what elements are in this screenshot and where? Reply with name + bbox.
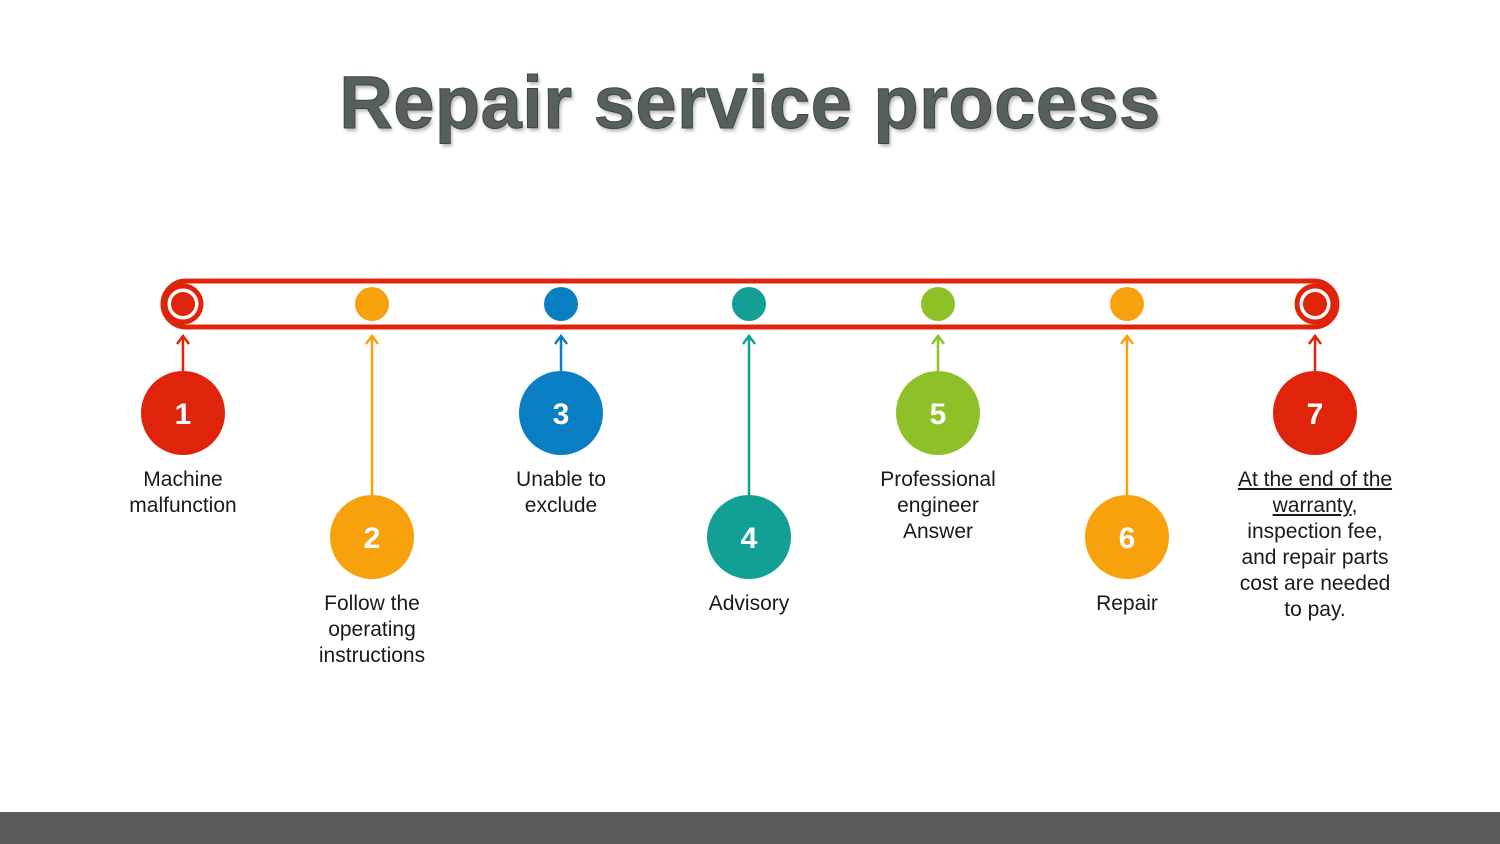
timeline-endpoint-dot <box>1303 292 1327 316</box>
footer-bar <box>0 812 1500 844</box>
arrowhead <box>742 333 756 345</box>
step-number: 5 <box>930 398 947 431</box>
step-badge <box>707 495 791 579</box>
timeline-dot <box>732 287 766 321</box>
timeline-dot <box>1110 287 1144 321</box>
step-number: 4 <box>741 522 758 555</box>
step-label: Advisory <box>708 592 790 615</box>
step-number: 7 <box>1307 398 1324 431</box>
step-number: 3 <box>553 398 570 431</box>
timeline-dot <box>921 287 955 321</box>
arrowhead <box>365 333 379 345</box>
arrowhead <box>931 333 945 345</box>
arrowhead <box>1120 333 1134 345</box>
step-badge <box>141 371 225 455</box>
step-badge <box>519 371 603 455</box>
step-badge <box>1273 371 1357 455</box>
arrowhead <box>554 333 568 345</box>
timeline-dot <box>544 287 578 321</box>
timeline-endpoint-dot <box>171 292 195 316</box>
step-badge <box>330 495 414 579</box>
arrowhead <box>176 333 190 345</box>
step-badge <box>1085 495 1169 579</box>
step-label: Repair <box>1096 592 1158 615</box>
timeline-dot <box>355 287 389 321</box>
step-badge <box>896 371 980 455</box>
step-number: 2 <box>364 522 381 555</box>
page-title: Repair service process <box>339 61 1161 145</box>
step-number: 1 <box>175 398 192 431</box>
step-number: 6 <box>1119 522 1136 555</box>
arrowhead <box>1308 333 1322 345</box>
